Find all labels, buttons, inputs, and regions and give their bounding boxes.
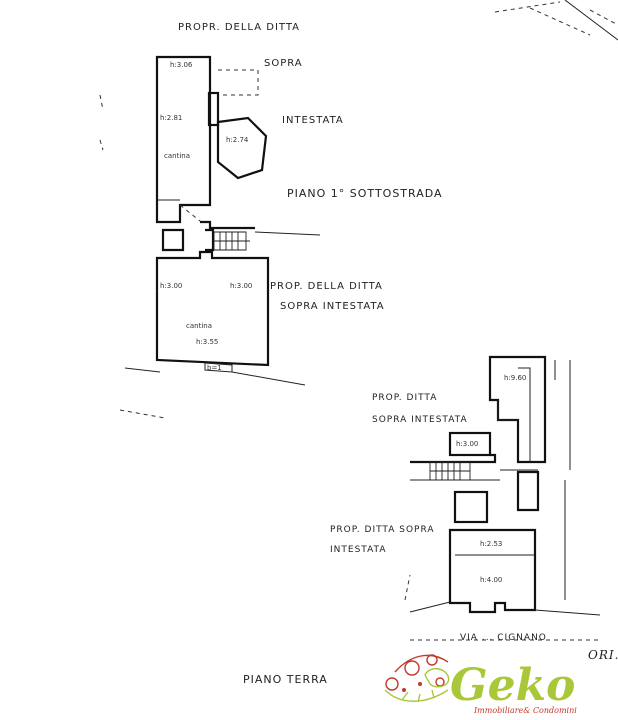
label-floor-basement: PIANO 1° SOTTOSTRADA: [287, 187, 443, 200]
room-height-bottom-left: h:3.00: [160, 282, 182, 290]
label-top-owner: PROPR. DELLA DITTA: [178, 22, 300, 33]
scan-artifacts: [99, 0, 618, 419]
room-height-tower: h:9.60: [504, 374, 526, 382]
ground-plan: [404, 355, 601, 641]
label-mid-sopra-intestata: SOPRA INTESTATA: [280, 301, 385, 312]
label-floor-ground: PIANO TERRA: [243, 673, 328, 686]
room-height-bottom-right: h:3.00: [230, 282, 252, 290]
logo-brand: Geko: [450, 660, 575, 711]
room-height-shop2: h:4.00: [480, 576, 502, 584]
room-height-top: h:3.06: [170, 61, 193, 69]
stair-lower: [429, 461, 471, 481]
door-mark: b=1: [207, 364, 222, 372]
logo-tagline: Immobiliare& Condomini: [473, 706, 577, 715]
room-height-shop: h:2.53: [480, 540, 502, 548]
label-sopra: SOPRA: [264, 58, 303, 69]
label-orientation: ORI.: [588, 648, 618, 662]
label-street: VIA ... CIGNANO: [460, 633, 547, 643]
room-name-cantina-bottom: cantina: [186, 322, 212, 330]
stair-upper: [213, 231, 250, 251]
label-lower-intestata: INTESTATA: [330, 545, 387, 555]
label-intestata: INTESTATA: [282, 115, 344, 126]
room-height-bottom: h:3.55: [196, 338, 218, 346]
label-mid-owner: PROP. DELLA DITTA: [270, 281, 383, 292]
floral-icon: [384, 654, 450, 703]
geko-logo: Geko Immobiliare& Condomini: [384, 654, 577, 715]
label-right-sopra-intestata: SOPRA INTESTATA: [372, 415, 468, 425]
room-height-left: h:2.81: [160, 114, 182, 122]
label-lower-owner: PROP. DITTA SOPRA: [330, 525, 435, 535]
basement-plan: [124, 55, 321, 386]
label-right-owner: PROP. DITTA: [372, 393, 437, 403]
room-height-side: h:2.74: [226, 136, 249, 144]
room-height-small: h:3.00: [456, 440, 478, 448]
room-name-cantina-top: cantina: [164, 152, 190, 160]
